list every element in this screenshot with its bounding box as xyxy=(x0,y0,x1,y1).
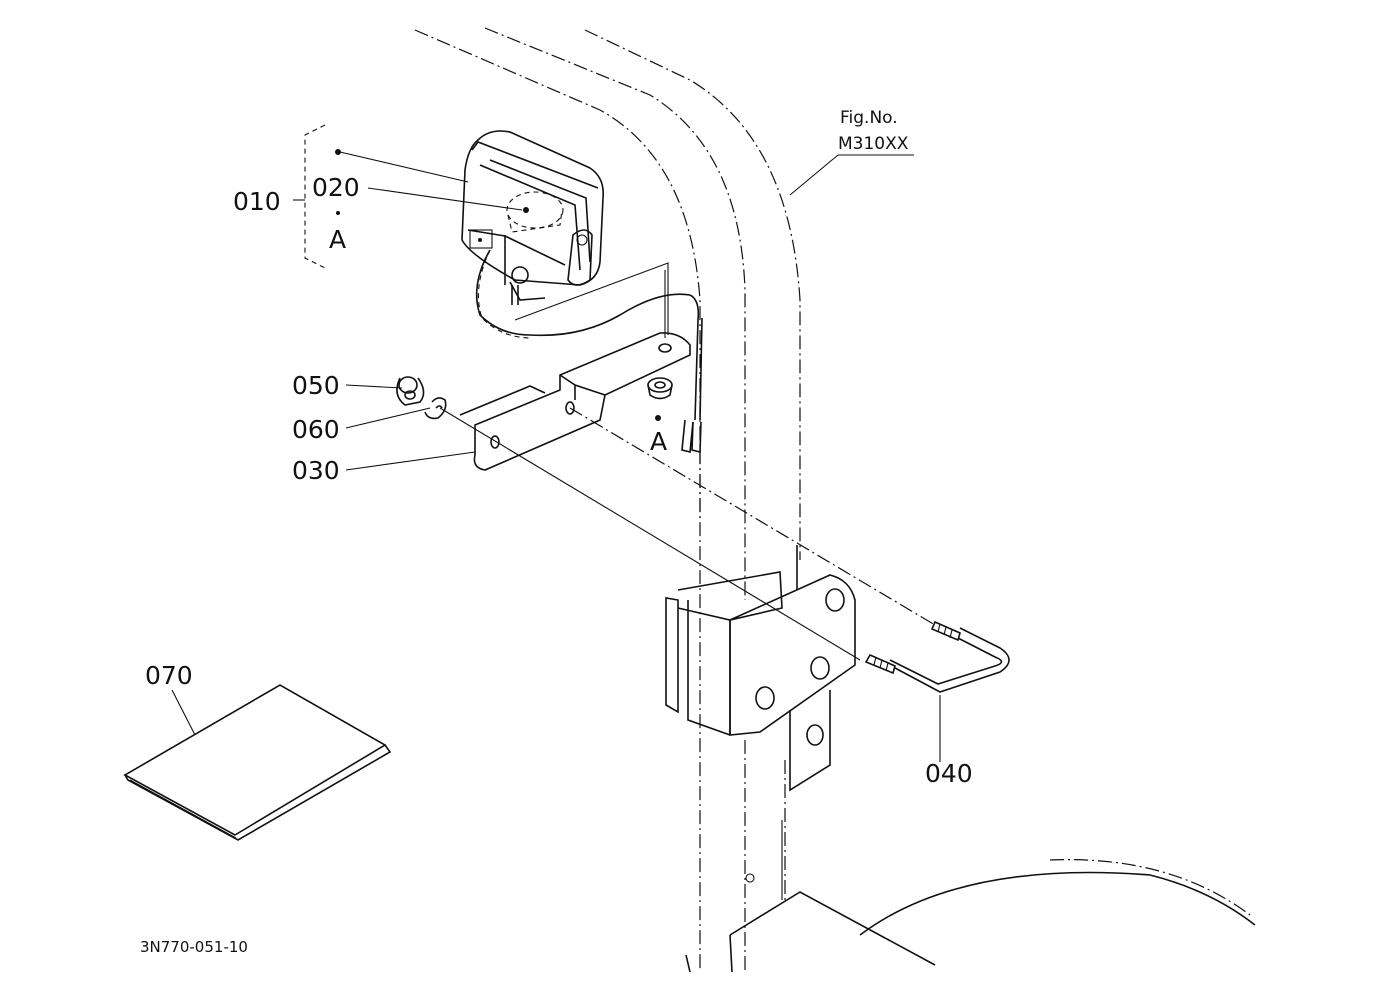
nut xyxy=(396,376,425,406)
lower-platform xyxy=(685,859,1256,973)
drawing-code: 3N770-051-10 xyxy=(140,938,248,956)
lock-washer xyxy=(424,397,447,420)
part-label-050: 050 xyxy=(292,371,340,400)
light-bracket xyxy=(459,332,691,471)
frame-mount-plate xyxy=(665,545,856,792)
ref-label-a-grommet: A xyxy=(650,427,667,456)
wiring-harness xyxy=(475,249,703,454)
assembly-bracket xyxy=(304,124,326,269)
rops-frame xyxy=(414,27,801,970)
part-label-040: 040 xyxy=(925,759,973,788)
leader-lines xyxy=(171,149,941,762)
part-label-070: 070 xyxy=(145,661,193,690)
fig-no-label: Fig.No. xyxy=(840,108,898,128)
fig-no-value: M310XX xyxy=(838,134,909,154)
part-label-020: 020 xyxy=(312,173,360,202)
part-label-060: 060 xyxy=(292,415,340,444)
u-bolt xyxy=(864,620,1010,693)
operator-manual xyxy=(123,684,392,841)
part-label-010: 010 xyxy=(233,187,281,216)
work-light xyxy=(461,130,605,305)
assembly-lines xyxy=(439,270,936,661)
bulb xyxy=(506,191,564,233)
part-label-030: 030 xyxy=(292,456,340,485)
ref-label-a-top: A xyxy=(329,225,346,254)
grommet xyxy=(647,377,673,421)
